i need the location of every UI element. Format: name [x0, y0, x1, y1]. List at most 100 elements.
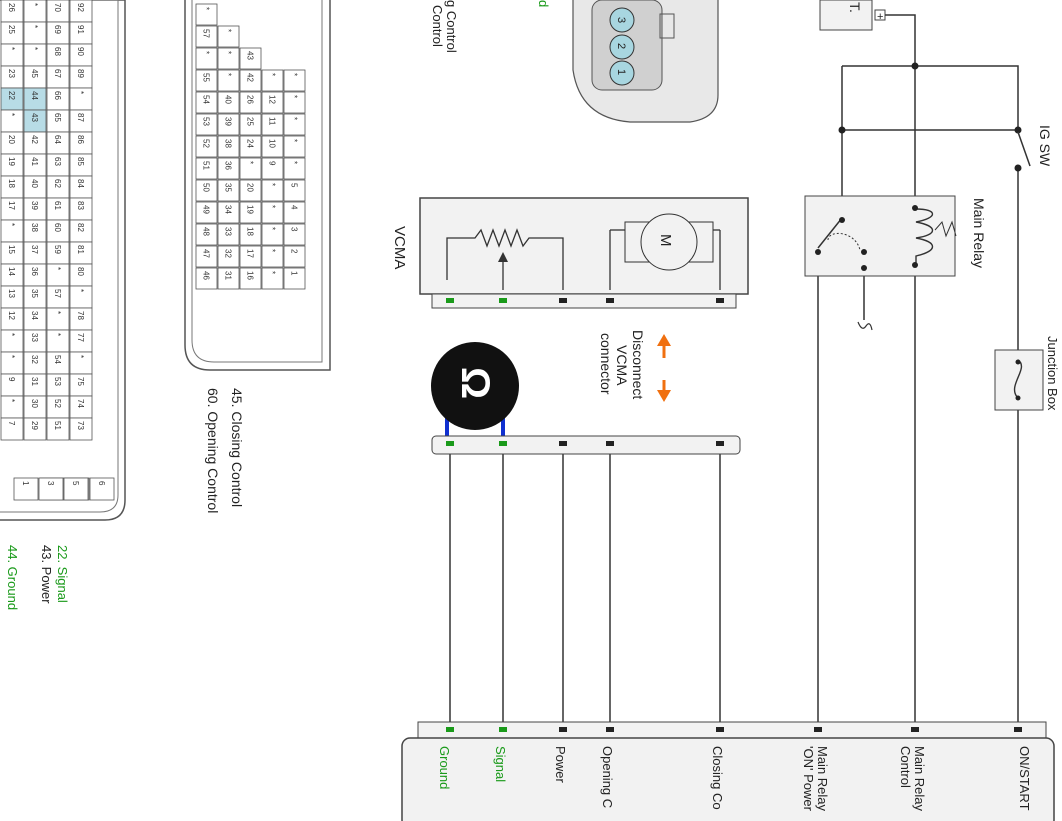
pin-label: 7	[7, 421, 16, 426]
pin-label: 75	[76, 377, 85, 386]
ecm-label-power: Power	[553, 746, 568, 784]
battery: T. +	[819, 0, 886, 31]
pin-label: *	[290, 139, 299, 142]
pin-label: 57	[202, 29, 211, 38]
pin-label: 49	[202, 205, 211, 214]
pin-label: *	[268, 73, 277, 76]
pin-label: 50	[202, 183, 211, 192]
pin-label: *	[224, 29, 233, 32]
main-relay: Main Relay	[804, 195, 987, 277]
pin-label: 20	[246, 183, 255, 192]
pin-label: 67	[53, 69, 62, 78]
pin-label: 19	[7, 157, 16, 166]
pin-label: 42	[30, 135, 39, 144]
motor-icon: M	[657, 234, 674, 247]
pin-label: 59	[53, 245, 62, 254]
ecm-label-on-start: ON/START	[1017, 746, 1032, 811]
pin-label: 78	[76, 311, 85, 320]
pin-label: 60	[53, 223, 62, 232]
battery-plus-icon: +	[877, 11, 883, 23]
pin-label: 51	[202, 161, 211, 170]
pin-cell	[195, 91, 218, 114]
pin-cell	[261, 201, 284, 224]
vcma-pin-grid: *****54321*1211109*****4342262524*201918…	[195, 3, 306, 290]
pin-label: 55	[202, 73, 211, 82]
pin-label: 90	[76, 47, 85, 56]
pin-label: 22	[7, 91, 16, 100]
wires	[449, 14, 1019, 730]
pin-label: 33	[224, 227, 233, 236]
pin-label: *	[30, 47, 39, 50]
pin-label: 63	[53, 157, 62, 166]
pin-cell	[283, 113, 306, 136]
pin-cell	[261, 179, 284, 202]
pin-cell	[239, 201, 262, 224]
pin-label: 37	[30, 245, 39, 254]
pin-label: 1	[21, 481, 30, 486]
pin-cell	[217, 245, 240, 268]
pin-cell	[283, 69, 306, 92]
pin-label: *	[53, 311, 62, 314]
fragment-control-2: Control	[430, 5, 445, 47]
pin-cell	[239, 157, 262, 180]
pin-label: *	[268, 227, 277, 230]
pin-label: *	[290, 73, 299, 76]
pin-label: *	[246, 161, 255, 164]
pin-label: 52	[53, 399, 62, 408]
pin-cell	[217, 135, 240, 158]
pin-label: 17	[246, 249, 255, 258]
pin-label: 10	[268, 139, 277, 148]
pin-label: 82	[76, 223, 85, 232]
pin-label: *	[53, 333, 62, 336]
pin-label: 40	[224, 95, 233, 104]
pin-label: 31	[224, 271, 233, 280]
pin-cell	[195, 47, 218, 70]
pin-label: 14	[7, 267, 16, 276]
ecm-label-opening: Opening C	[600, 746, 615, 808]
pin-cell	[239, 135, 262, 158]
fragment-green-d: d	[536, 0, 551, 7]
pin-cell	[195, 69, 218, 92]
ecm-label-signal: Signal	[493, 746, 508, 782]
ecm-label-main-on-2: 'ON' Power	[801, 746, 816, 812]
pin-cell	[217, 201, 240, 224]
pin-label: 35	[30, 289, 39, 298]
pin-label: 15	[7, 245, 16, 254]
pin-cell	[63, 477, 89, 501]
pin-label: 9	[7, 377, 16, 382]
disconnect-label-3: connector	[598, 333, 614, 395]
pin-label: 81	[76, 245, 85, 254]
pin-cell	[283, 223, 306, 246]
pin-label: 26	[246, 95, 255, 104]
pin-cell	[239, 47, 262, 70]
pin-label: 84	[76, 179, 85, 188]
pin-label: 41	[30, 157, 39, 166]
pin-cell	[239, 245, 262, 268]
pin-cell	[89, 477, 115, 501]
pin-cell	[217, 69, 240, 92]
pin-label: 25	[7, 25, 16, 34]
pin-label: 51	[53, 421, 62, 430]
pin-label: 5	[71, 481, 80, 486]
pin-label: 20	[7, 135, 16, 144]
pin-label: 32	[224, 249, 233, 258]
pin-label: 68	[53, 47, 62, 56]
pin-label: 30	[30, 399, 39, 408]
pin-label: 19	[246, 205, 255, 214]
pin-label: 54	[53, 355, 62, 364]
pin-label: 31	[30, 377, 39, 386]
pin-label: 3	[290, 227, 299, 232]
pin-label: 16	[246, 271, 255, 280]
pin-cell	[46, 417, 70, 441]
pin-cell	[239, 267, 262, 290]
pin-cell	[217, 25, 240, 48]
junction-box-label: Junction Box	[1045, 336, 1060, 411]
vcma-legend-closing: 45. Closing Control	[229, 388, 245, 507]
pin-label: 33	[30, 333, 39, 342]
pin-label: 25	[246, 117, 255, 126]
pin-cell	[195, 135, 218, 158]
pin-cell	[239, 179, 262, 202]
pin-cell	[195, 3, 218, 26]
pin-label: *	[268, 183, 277, 186]
